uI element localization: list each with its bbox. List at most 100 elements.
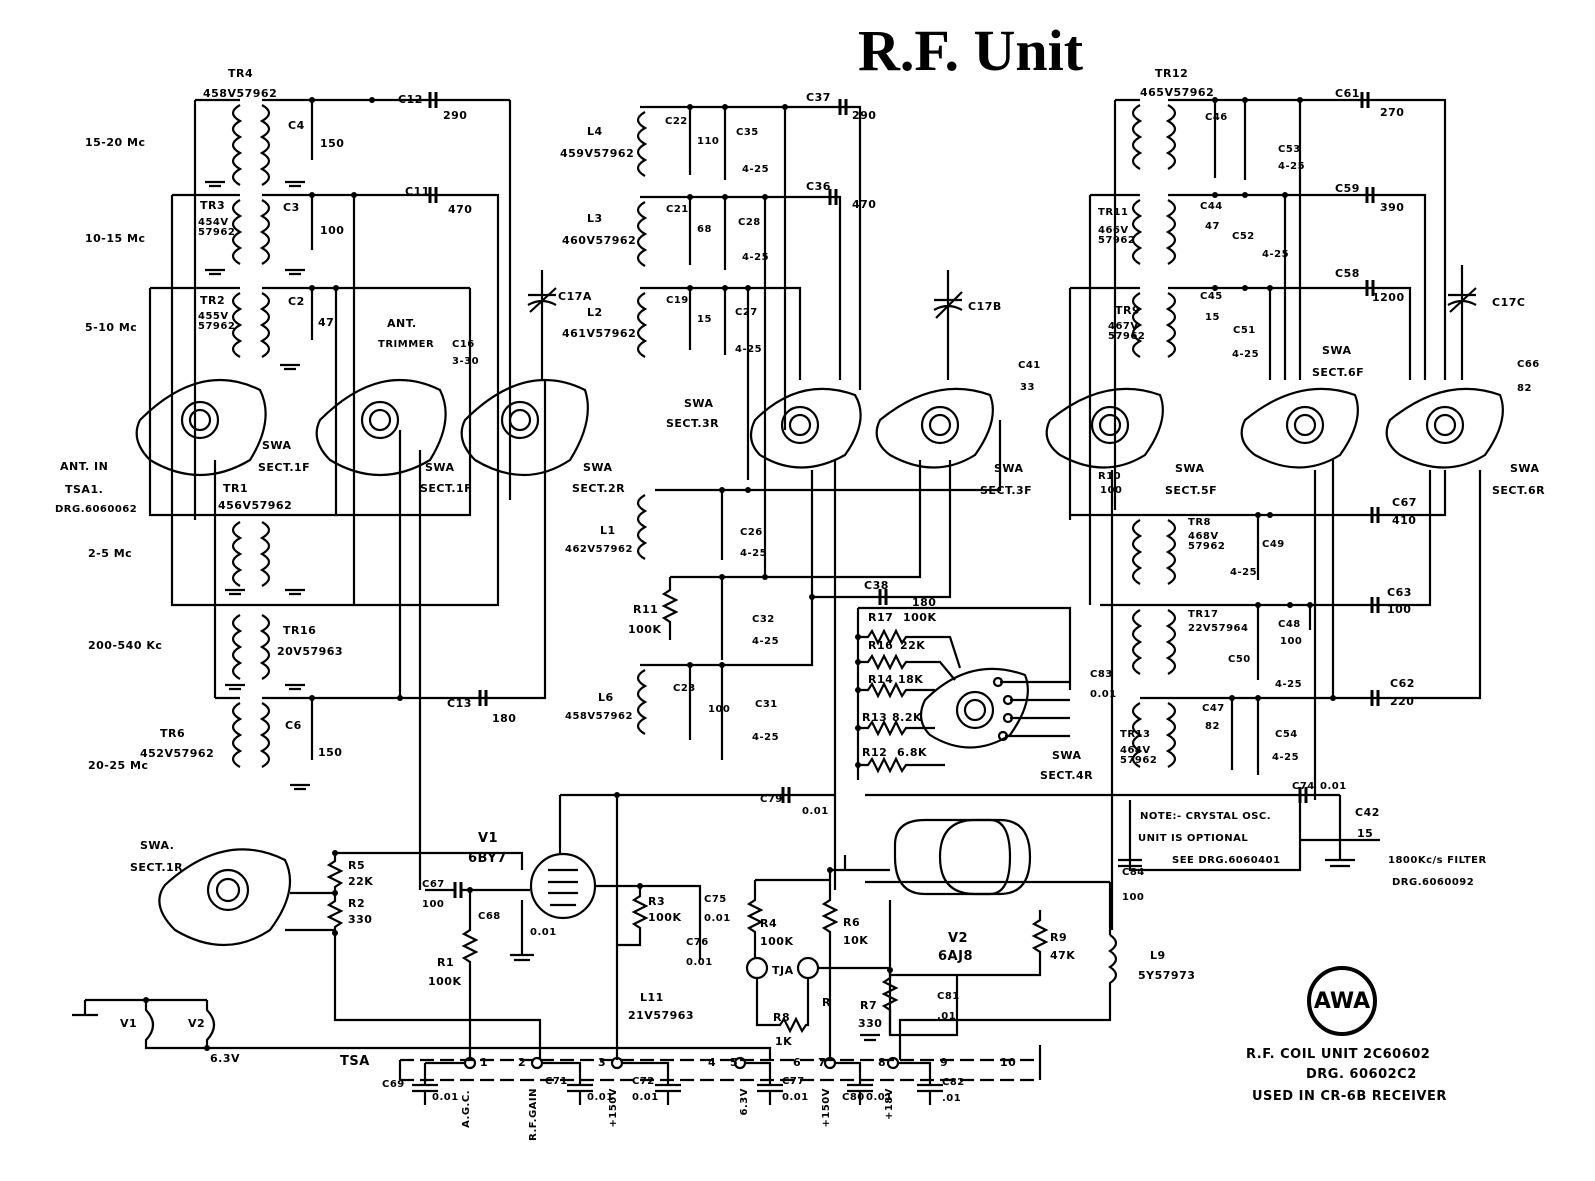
swa-1r-section: SECT.1R — [130, 861, 184, 874]
filter-line2: DRG.6060092 — [1392, 877, 1475, 888]
r2-ref: R2 — [348, 897, 366, 910]
l11-ref: L11 — [640, 991, 664, 1004]
c63-ref: C63 — [1387, 586, 1412, 599]
c84-ref: C84 — [1122, 867, 1145, 878]
c11-ref: C11 — [405, 185, 430, 198]
c83-ref: C83 — [1090, 669, 1113, 680]
c80-ref: C80 — [842, 1092, 865, 1103]
swa-1r-name: SWA. — [140, 839, 175, 852]
c48-val: 100 — [1280, 636, 1303, 647]
l3-part: 460V57962 — [562, 234, 637, 247]
c16-ref: C16 — [452, 339, 475, 350]
tsa-pin-7: 7 — [818, 1056, 827, 1069]
filter-line1: 1800Kc/s FILTER — [1388, 855, 1487, 866]
tsa-signal-agc: A.G.C. — [461, 1090, 472, 1128]
tr9-part: 467V 57962 — [1108, 321, 1146, 342]
l2-part: 461V57962 — [562, 327, 637, 340]
tsa-pin-5: 5 — [730, 1056, 739, 1069]
c21-ref: C21 — [666, 204, 689, 215]
gang-capacitors — [527, 265, 1477, 380]
c58-val: 1200 — [1372, 291, 1405, 304]
c61-val: 270 — [1380, 106, 1405, 119]
page-title: R.F. Unit — [858, 18, 1084, 83]
c62-val: 220 — [1390, 695, 1415, 708]
c2-val: 47 — [318, 316, 335, 329]
tsa-signal-150v-b: +150V — [821, 1088, 832, 1128]
swa-1f-b-section: SECT.1F — [420, 482, 473, 495]
c27-ref: C27 — [735, 307, 758, 318]
c52-ref: C52 — [1232, 231, 1255, 242]
c74-val: 0.01 — [1320, 781, 1347, 792]
c80-val: 0.01 — [866, 1092, 893, 1103]
c16-val: 3-30 — [452, 356, 480, 367]
l6-part: 458V57962 — [565, 711, 633, 722]
tsa-signal-63v: 6.3V — [739, 1088, 750, 1116]
c67-osc-val: 410 — [1392, 514, 1417, 527]
c76-ref: C76 — [686, 937, 709, 948]
c51-val: 4-25 — [1232, 349, 1260, 360]
heater-circuit — [72, 997, 772, 1060]
c47-ref: C47 — [1202, 703, 1225, 714]
note-line3: SEE DRG.6060401 — [1172, 855, 1281, 866]
tr2-ref: TR2 — [200, 294, 226, 307]
swa-3r-section: SECT.3R — [666, 417, 720, 430]
r12-val: 6.8K — [897, 746, 928, 759]
c54-ref: C54 — [1275, 729, 1298, 740]
c17a-ref: C17A — [558, 290, 592, 303]
swa-sect6r-outline — [1385, 387, 1504, 469]
c79-val: 0.01 — [802, 806, 829, 817]
c35-ref: C35 — [736, 127, 759, 138]
r17-val: 100K — [903, 611, 937, 624]
l2-ref: L2 — [587, 306, 603, 319]
r1-val: 100K — [428, 975, 462, 988]
c45-val: 15 — [1205, 312, 1220, 323]
c32-val: 4-25 — [752, 636, 780, 647]
ant-terminal-label: TSA1. — [65, 483, 104, 496]
v2-envelope — [938, 818, 1012, 896]
c68-ref: C68 — [478, 911, 501, 922]
swa-3f-name: SWA — [994, 462, 1024, 475]
tr13-part: 464V 57962 — [1120, 745, 1158, 766]
tr17-part: 22V57964 — [1188, 623, 1249, 634]
v1-type: 6BY7 — [468, 851, 507, 866]
c31-val: 4-25 — [752, 732, 780, 743]
heater-v2: V2 — [188, 1017, 206, 1030]
r12-ref: R12 — [862, 746, 888, 759]
tr4-ref: TR4 — [228, 67, 254, 80]
c76-val: 0.01 — [686, 957, 713, 968]
tr11-ref: TR11 — [1098, 207, 1129, 218]
c84-val: 100 — [1122, 892, 1145, 903]
c37-ref: C37 — [806, 91, 831, 104]
osc-coil-stack — [1068, 92, 1482, 930]
c71-val: 0.01 — [587, 1092, 614, 1103]
tsa-signal-rfgain: R.F.GAIN — [528, 1088, 539, 1141]
c6-val: 150 — [318, 746, 343, 759]
c23-ref: C23 — [673, 683, 696, 694]
c77-ref: C77 — [782, 1076, 805, 1087]
tr1-ref: TR1 — [223, 482, 249, 495]
r10-ref: R10 — [1098, 471, 1122, 482]
swa-4r-name: SWA — [1052, 749, 1082, 762]
band-label-15-20: 15-20 Mc — [85, 136, 146, 149]
r11-ref: R11 — [633, 603, 659, 616]
c52-val: 4-25 — [1262, 249, 1290, 260]
tsa-pin-6: 6 — [793, 1056, 802, 1069]
r13-val: 8.2K — [892, 711, 923, 724]
swa-sect5f-outline — [1045, 387, 1164, 469]
c67-osc-ref: C67 — [1392, 496, 1417, 509]
c48-ref: C48 — [1278, 619, 1301, 630]
tr3-part: 454V 57962 — [198, 217, 236, 238]
c31-ref: C31 — [755, 699, 778, 710]
c32-ref: C32 — [752, 614, 775, 625]
c44-val: 47 — [1205, 221, 1220, 232]
c37-val: 290 — [852, 109, 877, 122]
swa-2r-name: SWA — [583, 461, 613, 474]
c36-val: 470 — [852, 198, 877, 211]
r1-ref: R1 — [437, 956, 455, 969]
swa-sect1f-a-outline — [135, 378, 267, 476]
c81-val: .01 — [937, 1011, 957, 1022]
band-label-200-540: 200-540 Kc — [88, 639, 163, 652]
coil-tr4-primary — [231, 104, 243, 186]
c38-val: 180 — [912, 596, 937, 609]
swa-6r-name: SWA — [1510, 462, 1540, 475]
